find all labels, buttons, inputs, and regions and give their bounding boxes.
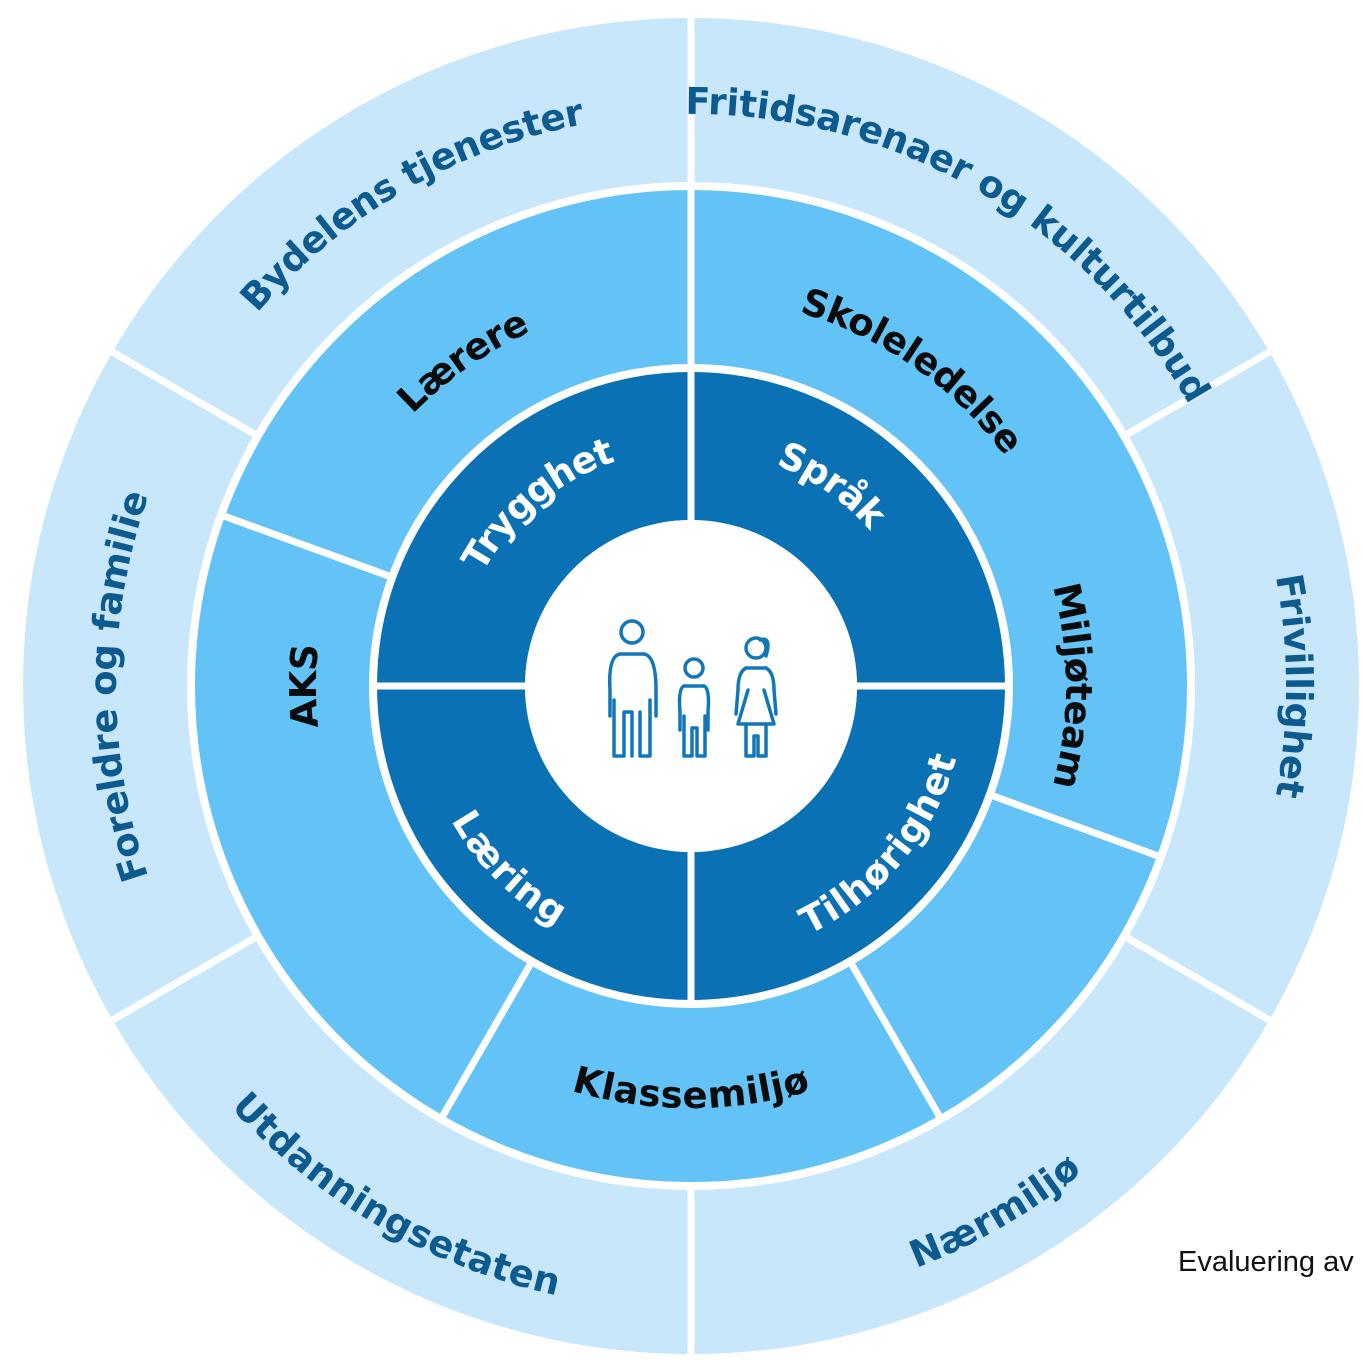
ring-dividers: [15, 10, 1363, 1361]
ring-divider: [1122, 344, 1279, 440]
ring-divider: [103, 344, 260, 440]
ring-divider: [988, 791, 1163, 861]
middle-segment: [190, 514, 532, 1120]
middle-segment-label: AKS: [281, 642, 326, 729]
middle-segment: [850, 794, 1161, 1120]
inner-segment: [691, 686, 1009, 1004]
ring-divider: [103, 932, 260, 1028]
inner-segment: [373, 368, 691, 686]
outer-segment: [18, 350, 258, 1022]
inner-segment: [373, 686, 691, 1004]
outer-segment: [691, 14, 1273, 436]
outer-segment: [691, 936, 1273, 1358]
family-icon: [607, 619, 778, 758]
inner-ring: [373, 368, 1009, 1004]
inner-segment: [691, 368, 1009, 686]
ring-divider: [1122, 932, 1279, 1028]
caption-text: Evaluering av: [1178, 1246, 1354, 1278]
outer-segment: [1124, 350, 1363, 1022]
ring-divider: [846, 959, 945, 1121]
middle-segment: [441, 961, 941, 1186]
outer-segment: [109, 936, 691, 1358]
ring-divider: [219, 511, 394, 581]
outer-segment: [109, 13, 691, 436]
middle-segment: [221, 186, 691, 578]
outer-ring: [18, 13, 1363, 1358]
ring-divider: [437, 959, 536, 1121]
middle-ring: [190, 186, 1191, 1186]
middle-segment: [691, 186, 1191, 858]
